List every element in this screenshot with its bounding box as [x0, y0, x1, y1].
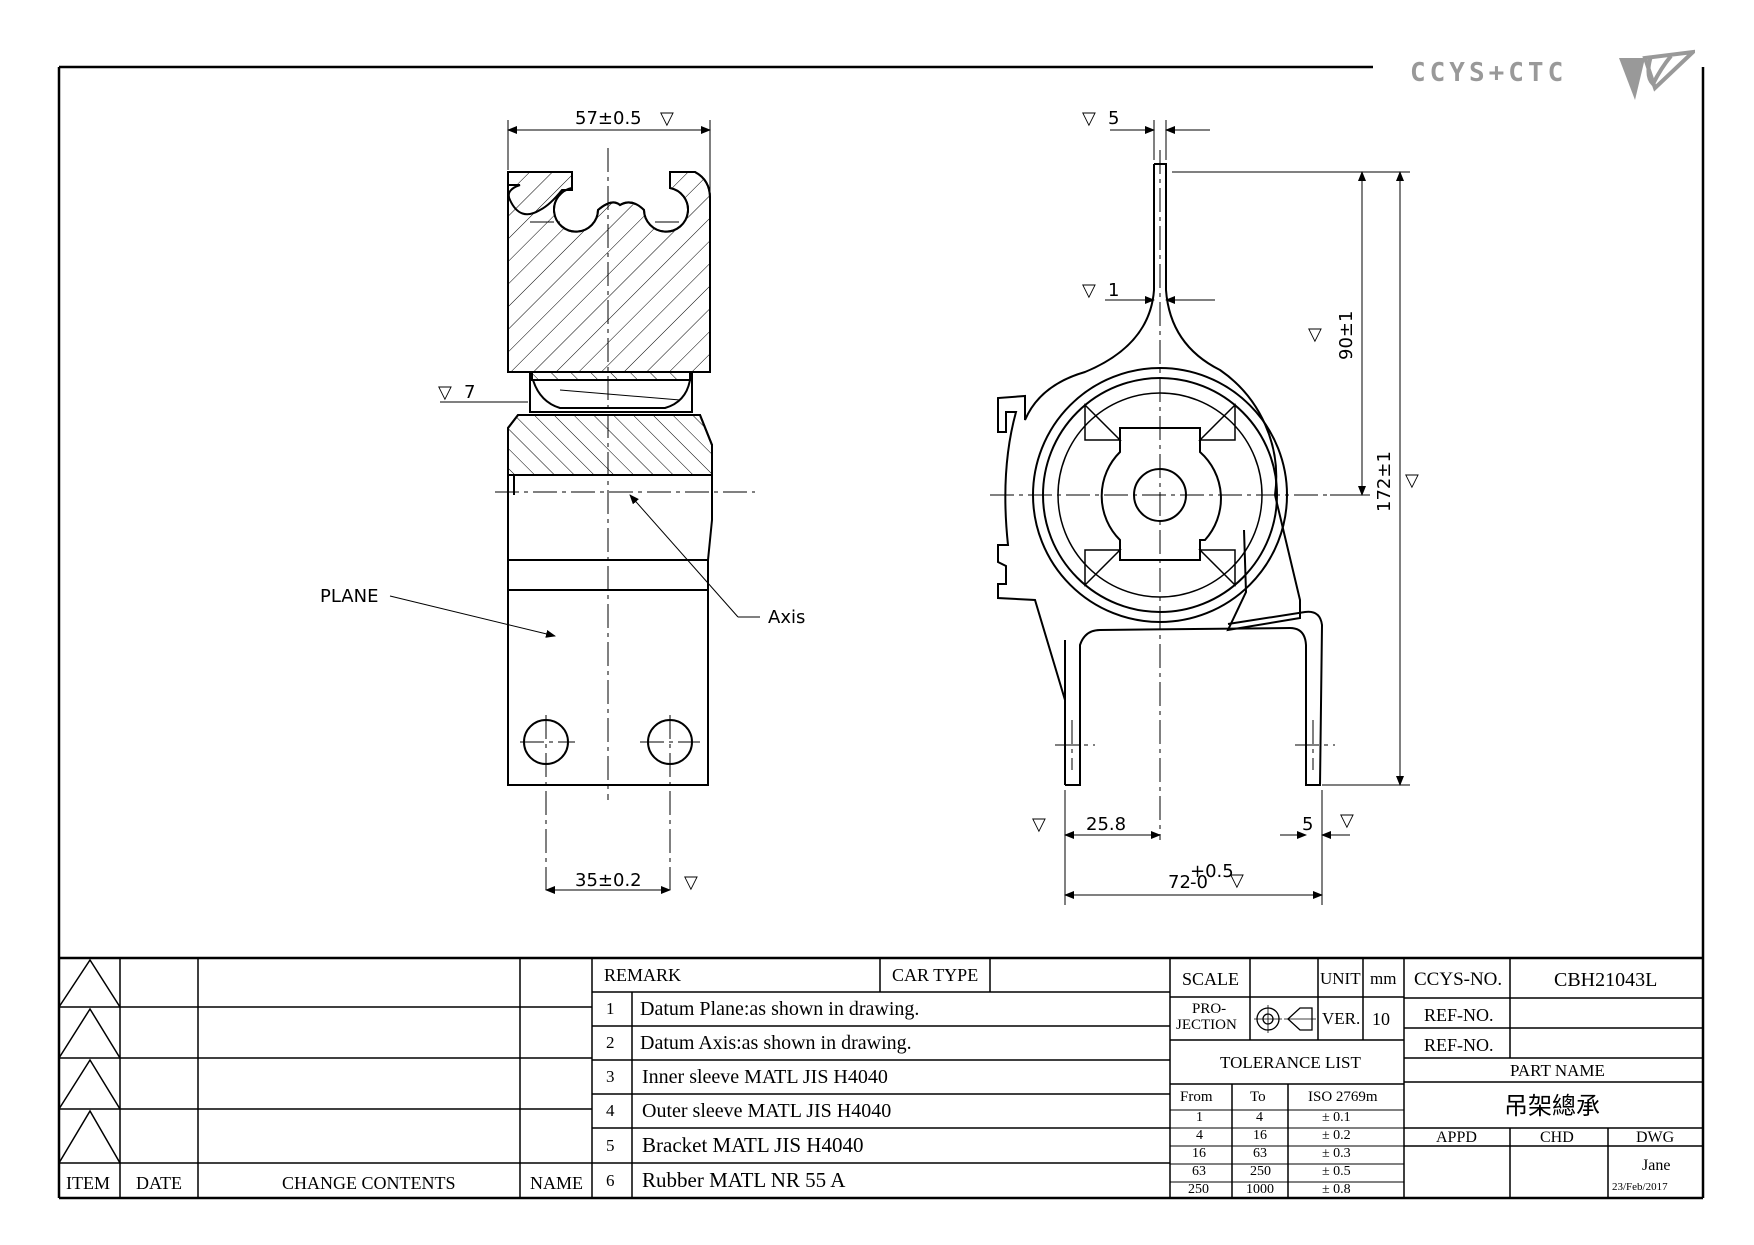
remark-no: 1	[606, 999, 615, 1018]
left-view	[389, 120, 760, 894]
tolerance-from: 4	[1196, 1128, 1203, 1143]
chd-label: CHD	[1540, 1129, 1574, 1146]
projection-symbol	[1254, 1005, 1316, 1033]
part-name-value: 吊架總承	[1504, 1092, 1600, 1120]
remark-text: Outer sleeve MATL JIS H4040	[642, 1100, 892, 1122]
dim-5-bottom: 5	[1302, 814, 1313, 835]
dim-1: 1	[1108, 280, 1119, 301]
remark-text: Bracket MATL JIS H4040	[642, 1133, 864, 1157]
logo-text: CCYS+CTC	[1410, 58, 1568, 88]
surface-mark-1: ▽	[1082, 280, 1096, 301]
label-axis: Axis	[768, 607, 805, 628]
inner-sleeve	[1100, 427, 1222, 561]
dim-90: 90±1	[1336, 311, 1357, 360]
dim-172: 172±1	[1374, 451, 1395, 512]
sheet-border	[57, 65, 1705, 1200]
rev-header-name: NAME	[530, 1173, 583, 1193]
ref-no-label: REF-NO.	[1424, 1035, 1494, 1055]
remark-no: 2	[606, 1033, 615, 1052]
tolerance-from: 16	[1192, 1146, 1206, 1161]
dwg-label: DWG	[1636, 1129, 1675, 1146]
tolerance-to: 63	[1253, 1146, 1267, 1161]
tolerance-value: ± 0.3	[1322, 1146, 1351, 1161]
right-view	[990, 120, 1410, 905]
remark-no: 5	[606, 1136, 615, 1155]
ver-value: 10	[1372, 1009, 1390, 1029]
dim-25-8: 25.8	[1086, 814, 1126, 835]
rev-header-item: ITEM	[66, 1173, 110, 1193]
ref-no-label: REF-NO.	[1424, 1005, 1494, 1025]
left-view-labels: 57±0.5 ▽ 35±0.2 ▽ ▽ 7 PLANE Axis	[320, 108, 805, 893]
dim-72-tol-lower: -0	[1190, 872, 1208, 893]
tolerance-value: ± 0.1	[1322, 1110, 1351, 1125]
right-view-labels: ▽ 5 ▽ 1 ▽ 90±1 172±1 ▽ ▽ 25.8 5 ▽ 72 +0.…	[1032, 108, 1419, 893]
remark-text: Datum Plane:as shown in drawing.	[640, 998, 920, 1020]
ver-label: VER.	[1322, 1009, 1361, 1028]
tolerance-from: 1	[1196, 1110, 1203, 1125]
tolerance-from: 250	[1188, 1182, 1209, 1197]
surface-mark-57: ▽	[660, 108, 674, 129]
rev-header-change-contents: CHANGE CONTENTS	[282, 1173, 456, 1193]
label-plane: PLANE	[320, 586, 378, 607]
tolerance-header-iso: ISO 2769m	[1308, 1089, 1378, 1105]
rev-header-date: DATE	[136, 1173, 182, 1193]
surface-mark-90: ▽	[1308, 324, 1322, 345]
remark-text: Inner sleeve MATL JIS H4040	[642, 1066, 888, 1088]
dim-57: 57±0.5	[575, 108, 642, 129]
remark-no: 4	[606, 1101, 615, 1120]
dim-72: 72	[1168, 872, 1191, 893]
dwg-name: Jane	[1642, 1157, 1671, 1174]
remark-no: 6	[606, 1171, 615, 1190]
company-logo: CCYS+CTC	[1410, 48, 1700, 104]
title-block-grid	[58, 956, 1703, 1198]
scale-label: SCALE	[1182, 969, 1240, 989]
dim-72-tol-upper: +0.5	[1190, 861, 1234, 882]
unit-value: mm	[1370, 969, 1397, 988]
unit-label: UNIT	[1320, 969, 1361, 988]
dim-7: 7	[464, 382, 475, 403]
tolerance-to: 16	[1253, 1128, 1267, 1143]
remark-no: 3	[606, 1067, 615, 1086]
tolerance-from: 63	[1192, 1164, 1206, 1179]
surface-mark-172: ▽	[1405, 470, 1419, 491]
tolerance-header-from: From	[1180, 1089, 1213, 1105]
bracket-section	[507, 171, 711, 373]
surface-mark-5-bottom: ▽	[1340, 810, 1354, 831]
tolerance-value: ± 0.2	[1322, 1128, 1351, 1143]
ccys-no-label: CCYS-NO.	[1414, 969, 1503, 990]
dim-35: 35±0.2	[575, 870, 642, 891]
remark-text: Rubber MATL NR 55 A	[642, 1168, 846, 1192]
tolerance-to: 1000	[1246, 1182, 1274, 1197]
remark-text: Datum Axis:as shown in drawing.	[640, 1032, 912, 1054]
tolerance-to: 250	[1250, 1164, 1271, 1179]
tolerance-title: TOLERANCE LIST	[1220, 1053, 1361, 1072]
surface-mark-35: ▽	[684, 872, 698, 893]
logo-mark-icon	[1619, 49, 1695, 100]
surface-mark-25-8: ▽	[1032, 814, 1046, 835]
tolerance-header-to: To	[1250, 1089, 1266, 1105]
dim-5-top: 5	[1108, 108, 1119, 129]
tolerance-value: ± 0.5	[1322, 1164, 1351, 1179]
part-name-label: PART NAME	[1510, 1061, 1605, 1080]
car-type-label: CAR TYPE	[892, 965, 979, 985]
surface-mark-7: ▽	[438, 382, 452, 403]
surface-mark-5: ▽	[1082, 108, 1096, 129]
ccys-no-value: CBH21043L	[1554, 969, 1658, 991]
tolerance-value: ± 0.8	[1322, 1182, 1351, 1197]
remark-title: REMARK	[604, 965, 682, 985]
tolerance-to: 4	[1256, 1110, 1263, 1125]
projection-label-1: PRO-	[1192, 1001, 1227, 1017]
dwg-date: 23/Feb/2017	[1612, 1181, 1668, 1193]
projection-label-2: JECTION	[1176, 1017, 1237, 1033]
appd-label: APPD	[1436, 1129, 1477, 1146]
surface-mark-72: ▽	[1230, 870, 1244, 891]
